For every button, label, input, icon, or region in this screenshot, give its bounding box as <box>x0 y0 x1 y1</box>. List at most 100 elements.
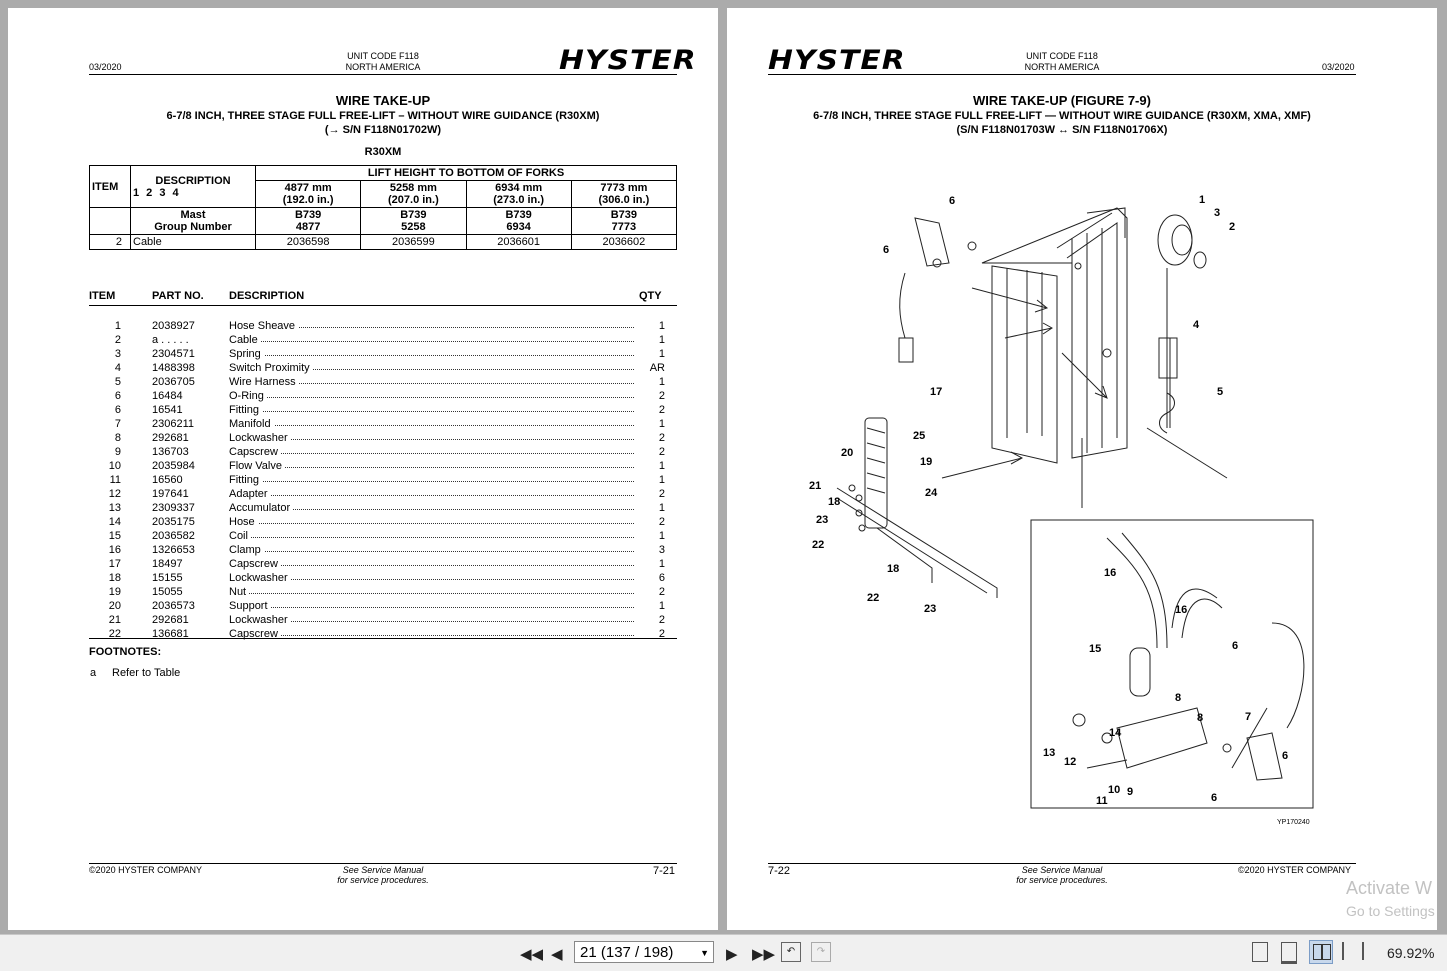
parts-description: Accumulator <box>229 501 294 515</box>
hyster-logo: HYSTER <box>768 45 906 76</box>
previous-page-icon[interactable]: ◀ <box>551 946 563 963</box>
page-number-select[interactable]: 21 (137 / 198) ▼ <box>574 941 714 963</box>
parts-qty: 1 <box>647 333 665 347</box>
callout-4: 4 <box>1193 319 1200 331</box>
leader-dots <box>229 635 634 636</box>
first-page-icon[interactable]: ◀◀ <box>520 946 544 963</box>
cable-part: 2036601 <box>465 234 572 250</box>
go-back-view-icon[interactable]: ↶ <box>781 942 801 962</box>
parts-qty: 2 <box>647 487 665 501</box>
parts-part-number: 2035984 <box>152 459 195 473</box>
page-number-value: 21 (137 / 198) <box>580 944 674 961</box>
parts-part-number: 16541 <box>152 403 183 417</box>
parts-desc-header: DESCRIPTION <box>229 290 305 302</box>
continuous-facing-view-icon[interactable] <box>1342 942 1364 960</box>
parts-item: 12 <box>99 487 121 501</box>
cable-part: 2036602 <box>570 234 678 250</box>
serial-range: (S/N F118N01703W ↔ S/N F118N01706X) <box>956 124 1168 136</box>
leader-dots <box>229 621 634 622</box>
right-document-page: HYSTER UNIT CODE F118 NORTH AMERICA 03/2… <box>727 8 1437 930</box>
parts-qty: 2 <box>647 613 665 627</box>
parts-part-number: 18497 <box>152 557 183 571</box>
date: 03/2020 <box>1322 62 1355 72</box>
parts-qty: 2 <box>647 515 665 529</box>
page-number: 7-22 <box>768 865 791 877</box>
last-page-icon[interactable]: ▶▶ <box>752 946 776 963</box>
parts-description: Lockwasher <box>229 613 291 627</box>
leader-dots <box>229 383 634 384</box>
callout-18: 18 <box>887 563 899 575</box>
parts-part-number: 2035175 <box>152 515 195 529</box>
header-rule <box>89 74 677 75</box>
footer-rule <box>768 863 1356 864</box>
parts-part-number: 2036705 <box>152 375 195 389</box>
page-title: WIRE TAKE-UP <box>335 93 431 108</box>
parts-item: 17 <box>99 557 121 571</box>
next-page-icon[interactable]: ▶ <box>726 946 738 963</box>
leader-dots <box>229 607 634 608</box>
single-page-view-icon[interactable] <box>1252 942 1268 962</box>
parts-description: Hose <box>229 515 258 529</box>
parts-item: 18 <box>99 571 121 585</box>
footer-rule <box>89 863 677 864</box>
callout-16: 16 <box>1104 567 1116 579</box>
region: NORTH AMERICA <box>1024 62 1100 72</box>
continuous-view-icon[interactable] <box>1281 942 1297 964</box>
leader-dots <box>229 369 634 370</box>
blank-cell <box>89 207 131 235</box>
activation-watermark-settings: Go to Settings <box>1346 903 1435 919</box>
parts-item: 10 <box>99 459 121 473</box>
callout-25: 25 <box>913 430 925 442</box>
description-header-cell: DESCRIPTION 1 2 3 4 <box>130 165 256 208</box>
parts-part-number: 15055 <box>152 585 183 599</box>
facing-pages-view-icon[interactable] <box>1309 940 1333 964</box>
parts-description: Lockwasher <box>229 571 291 585</box>
copyright: ©2020 HYSTER COMPANY <box>1238 865 1351 875</box>
viewer-toolbar: ◀◀ ◀ 21 (137 / 198) ▼ ▶ ▶▶ ↶ ↷ 69.92% <box>0 934 1447 971</box>
parts-qty: 1 <box>647 473 665 487</box>
callout-21: 21 <box>809 480 821 492</box>
callout-12: 12 <box>1064 756 1076 768</box>
cable-label: Cable <box>130 234 256 250</box>
parts-qty: 2 <box>647 403 665 417</box>
parts-qty: AR <box>647 361 665 375</box>
leader-dots <box>229 523 634 524</box>
parts-part-number: 2304571 <box>152 347 195 361</box>
parts-part-number: 1488398 <box>152 361 195 375</box>
service-line-1: See Service Manual <box>1021 865 1103 875</box>
parts-qty: 1 <box>647 417 665 431</box>
parts-qty: 2 <box>647 431 665 445</box>
page-number: 7-21 <box>653 865 676 877</box>
callout-3: 3 <box>1214 207 1220 219</box>
parts-description: Fitting <box>229 403 262 417</box>
zoom-level[interactable]: 69.92% <box>1387 945 1435 961</box>
callout-6: 6 <box>1232 640 1238 652</box>
parts-description: Flow Valve <box>229 459 285 473</box>
callout-19: 19 <box>920 456 932 468</box>
go-forward-view-icon[interactable]: ↷ <box>811 942 831 962</box>
parts-diagram: 1 2 3 4 5 6 6 7 8 8 9 10 11 12 13 14 15 … <box>809 194 1314 826</box>
figure-id: YP170240 <box>1277 819 1310 826</box>
region: NORTH AMERICA <box>345 62 421 72</box>
parts-item: 2 <box>99 333 121 347</box>
parts-item: 7 <box>99 417 121 431</box>
callout-1: 1 <box>1199 194 1205 206</box>
parts-description: Manifold <box>229 417 274 431</box>
leader-dots <box>229 411 634 412</box>
cable-item: 2 <box>89 234 131 250</box>
parts-qty-header: QTY <box>639 290 662 302</box>
mast-label: Mast <box>180 209 206 221</box>
callout-6: 6 <box>883 244 889 256</box>
left-document-page: 03/2020 UNIT CODE F118 NORTH AMERICA HYS… <box>8 8 718 930</box>
